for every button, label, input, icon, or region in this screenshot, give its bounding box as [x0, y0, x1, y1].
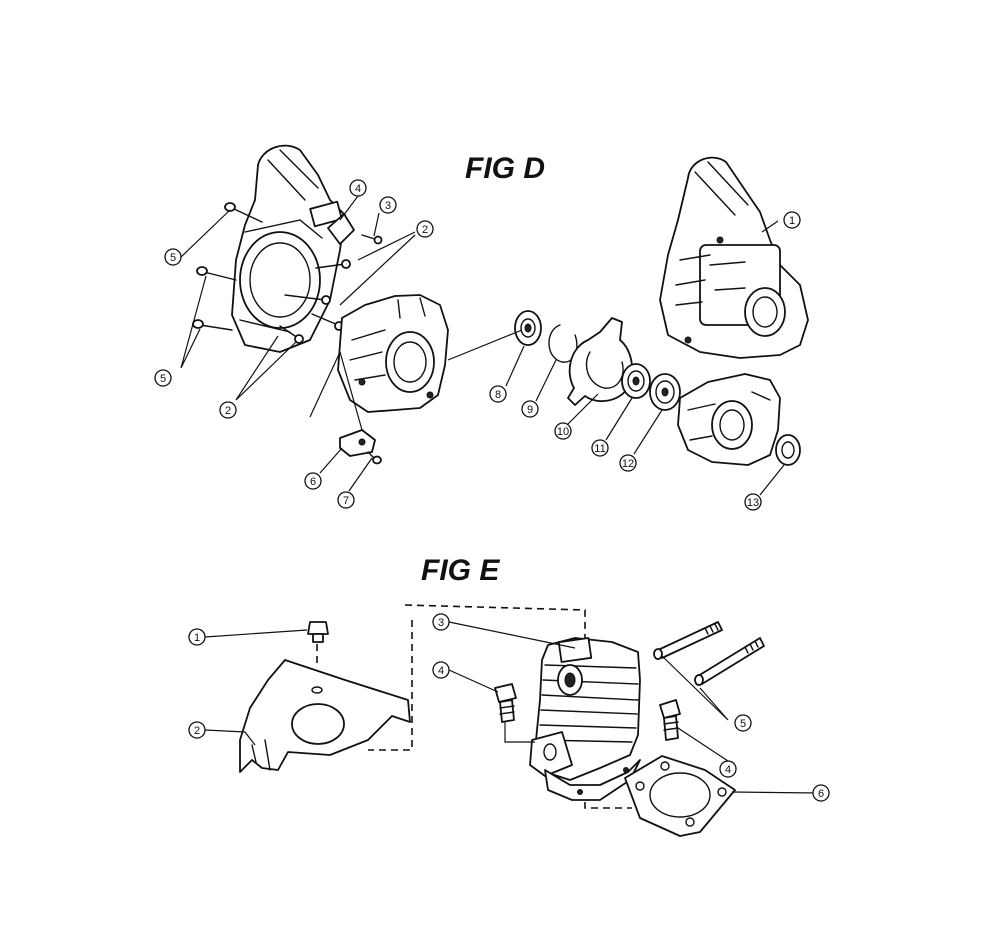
svg-text:4: 4: [355, 183, 361, 195]
fig-e-callout-1: 1: [188, 628, 206, 646]
fig-d-clamp-6: [339, 429, 376, 457]
svg-text:3: 3: [438, 617, 444, 629]
svg-text:2: 2: [194, 725, 200, 737]
fig-e-cylinder: [529, 637, 641, 801]
fig-d-snap-ring-9: [548, 324, 578, 363]
svg-text:1: 1: [789, 215, 795, 227]
fig-e-callout-6: 6: [812, 784, 830, 802]
svg-text:9: 9: [527, 404, 533, 416]
svg-text:4: 4: [725, 764, 731, 776]
fig-d-seal-13: [775, 434, 801, 466]
svg-text:2: 2: [422, 224, 428, 236]
fig-e-title: FIG E: [421, 554, 500, 587]
fig-d-crankcase-half-left: [192, 144, 383, 353]
fig-e-screw-4-right: [659, 699, 681, 741]
fig-d-crankcase-half-lower-right: [677, 373, 781, 466]
fig-d-callout-2b: 2: [219, 401, 237, 419]
fig-e-callout-2: 2: [188, 721, 206, 739]
fig-e-callout-3: 3: [432, 613, 450, 631]
svg-text:2: 2: [225, 405, 231, 417]
fig-d-gasket-10: [567, 317, 634, 406]
svg-text:5: 5: [160, 373, 166, 385]
fig-d-callout-4: 4: [349, 179, 367, 197]
fig-d-callout-10: 10: [554, 422, 572, 440]
fig-e-studs: [653, 621, 765, 686]
fig-d-callout-5a: 5: [164, 248, 182, 266]
fig-d-bearing-12: [649, 373, 681, 411]
svg-text:5: 5: [740, 718, 746, 730]
fig-e-dashed-line-top: [404, 604, 586, 640]
fig-d-crankcase-half-middle: [337, 294, 449, 413]
fig-d-callouts: 1 2 2 2 3 4 5 5 6 7 8 9 10 11 12 13: [154, 179, 801, 511]
fig-d-title: FIG D: [465, 152, 545, 185]
fig-d-screw-7: [367, 451, 382, 465]
svg-text:3: 3: [385, 200, 391, 212]
fig-d-callout-1: 1: [783, 211, 801, 229]
svg-text:11: 11: [594, 443, 605, 455]
fig-d-callout-5b: 5: [154, 369, 172, 387]
svg-text:10: 10: [557, 426, 569, 438]
fig-d-callout-6: 6: [304, 472, 322, 490]
fig-e-callout-5: 5: [734, 714, 752, 732]
svg-text:6: 6: [818, 788, 824, 800]
fig-e-gasket: [624, 755, 736, 837]
fig-d-crankcase-assembly: [659, 156, 809, 359]
fig-e-screw-1: [307, 621, 329, 643]
svg-text:1: 1: [194, 632, 200, 644]
svg-text:8: 8: [495, 389, 501, 401]
fig-d-bearing-11: [621, 363, 651, 399]
fig-d-callout-2a: 2: [416, 220, 434, 238]
fig-e-callout-4a: 4: [432, 661, 450, 679]
svg-text:7: 7: [343, 495, 349, 507]
fig-e-screw-4-left: [494, 683, 517, 723]
svg-text:13: 13: [747, 497, 759, 509]
svg-text:4: 4: [438, 665, 444, 677]
svg-text:12: 12: [622, 458, 634, 470]
fig-d-bearing-8: [514, 310, 542, 346]
fig-d-leader-lines: [180, 195, 785, 496]
fig-e-callouts: 1 2 3 4 4 5 6: [188, 613, 830, 802]
fig-e-callout-4b: 4: [719, 760, 737, 778]
svg-text:5: 5: [170, 252, 176, 264]
fig-d-callout-12: 12: [619, 454, 637, 472]
svg-text:6: 6: [310, 476, 316, 488]
fig-d-callout-9: 9: [521, 400, 539, 418]
fig-d-callout-13: 13: [744, 493, 762, 511]
fig-d-callout-8: 8: [489, 385, 507, 403]
fig-d-callout-7: 7: [337, 491, 355, 509]
fig-e-leader-lines: [204, 621, 819, 794]
fig-d-bracket-4: [327, 213, 355, 245]
fig-d-callout-3: 3: [379, 196, 397, 214]
fig-d-bolts: [192, 202, 383, 344]
fig-e-dashed-line-left: [368, 620, 413, 751]
fig-e-cylinder-shroud: [239, 659, 411, 773]
fig-d-callout-11: 11: [591, 439, 609, 457]
